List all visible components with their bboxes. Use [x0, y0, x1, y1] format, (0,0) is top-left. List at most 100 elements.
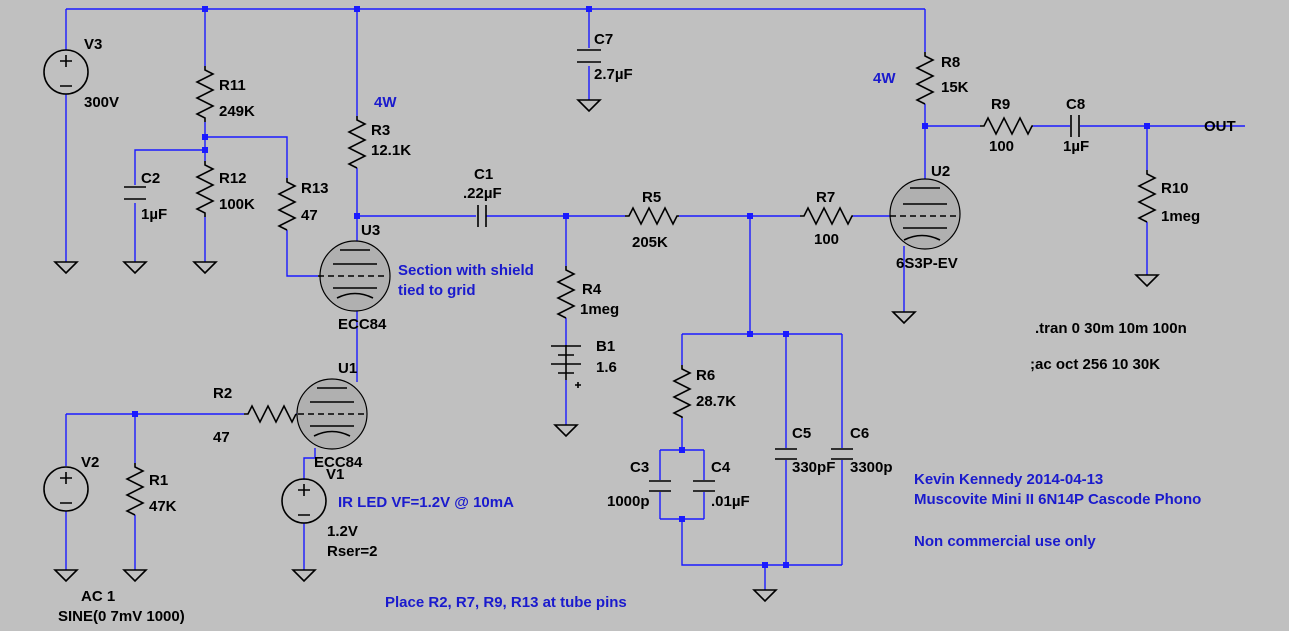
- c5-value: 330pF: [792, 459, 835, 476]
- capacitor-c1[interactable]: C1 .22µF: [463, 166, 502, 227]
- ground-symbol: [122, 261, 148, 275]
- junction: [202, 134, 208, 140]
- r13-name: R13: [301, 180, 329, 197]
- ground-symbol: [576, 99, 602, 113]
- r11-name: R11: [219, 77, 246, 94]
- r3-name: R3: [371, 122, 390, 139]
- resistor-r13[interactable]: R13 47: [277, 178, 329, 231]
- c8-name: C8: [1066, 96, 1085, 113]
- tube-u2[interactable]: U2 6S3P-EV: [889, 163, 961, 272]
- resistor-r1[interactable]: R1 47K: [125, 463, 177, 516]
- ground-symbol: [752, 589, 778, 603]
- junction: [1144, 123, 1150, 129]
- r10-name: R10: [1161, 180, 1189, 197]
- junctions: [132, 6, 1150, 568]
- capacitor-c3[interactable]: C3 1000p: [607, 459, 671, 510]
- resistor-r9[interactable]: R9 100: [980, 96, 1033, 155]
- r7-value: 100: [814, 231, 839, 248]
- c8-value: 1µF: [1063, 138, 1089, 155]
- junction: [586, 6, 592, 12]
- r2-name: R2: [213, 385, 232, 402]
- r3-value: 12.1K: [371, 142, 411, 159]
- junction: [354, 213, 360, 219]
- r13-value: 47: [301, 207, 318, 224]
- u3-name: U3: [361, 222, 380, 239]
- v1-value: 1.2V: [327, 523, 358, 540]
- r4-name: R4: [582, 281, 602, 298]
- r12-name: R12: [219, 170, 247, 187]
- ground-symbol: [122, 569, 148, 583]
- resistor-r10[interactable]: R10 1meg: [1137, 170, 1200, 225]
- tube-u1[interactable]: U1 ECC84: [296, 360, 368, 471]
- r5-value: 205K: [632, 234, 668, 251]
- v3-value: 300V: [84, 94, 119, 111]
- v1-spec: Rser=2: [327, 543, 377, 560]
- capacitor-c8[interactable]: C8 1µF: [1063, 96, 1089, 155]
- c6-name: C6: [850, 425, 869, 442]
- resistor-r11[interactable]: R11 249K: [195, 66, 255, 122]
- out-label: OUT: [1204, 118, 1236, 135]
- r1-value: 47K: [149, 498, 177, 515]
- junction: [783, 562, 789, 568]
- c3-value: 1000p: [607, 493, 650, 510]
- capacitor-c5[interactable]: C5 330pF: [775, 425, 835, 476]
- ground-symbol: [1134, 274, 1160, 288]
- ac-directive: ;ac oct 256 10 30K: [1030, 356, 1160, 373]
- voltage-source-v1[interactable]: V1 1.2V Rser=2: [281, 466, 377, 560]
- resistor-r3[interactable]: 4W R3 12.1K: [347, 94, 411, 169]
- junction: [563, 213, 569, 219]
- resistor-r5[interactable]: R5 205K: [625, 189, 679, 251]
- r11-value: 249K: [219, 103, 255, 120]
- r4-value: 1meg: [580, 301, 619, 318]
- junction: [747, 213, 753, 219]
- led-note: IR LED VF=1.2V @ 10mA: [338, 494, 514, 511]
- battery-b1[interactable]: B1 1.6: [551, 338, 617, 388]
- junction: [354, 6, 360, 12]
- resistor-r4[interactable]: R4 1meg: [556, 266, 619, 319]
- voltage-source-v3[interactable]: V3 300V: [43, 36, 119, 111]
- c1-value: .22µF: [463, 185, 502, 202]
- r3-power: 4W: [374, 94, 397, 111]
- ground-symbol: [53, 261, 79, 275]
- c4-value: .01µF: [711, 493, 750, 510]
- r9-value: 100: [989, 138, 1014, 155]
- r6-value: 28.7K: [696, 393, 736, 410]
- c7-name: C7: [594, 31, 613, 48]
- u2-model: 6S3P-EV: [896, 255, 958, 272]
- r10-value: 1meg: [1161, 208, 1200, 225]
- resistor-r12[interactable]: R12 100K: [195, 161, 255, 217]
- junction: [762, 562, 768, 568]
- wires: [65, 8, 1245, 590]
- junction: [202, 147, 208, 153]
- resistor-r2[interactable]: R2 47: [213, 385, 297, 446]
- u2-name: U2: [931, 163, 950, 180]
- tran-directive: .tran 0 30m 10m 100n: [1035, 320, 1187, 337]
- r5-name: R5: [642, 189, 661, 206]
- b1-value: 1.6: [596, 359, 617, 376]
- c2-name: C2: [141, 170, 160, 187]
- c2-value: 1µF: [141, 206, 167, 223]
- placement-note: Place R2, R7, R9, R13 at tube pins: [385, 594, 627, 611]
- r1-name: R1: [149, 472, 168, 489]
- ground-symbol: [53, 569, 79, 583]
- u3-model: ECC84: [338, 316, 387, 333]
- capacitor-c2[interactable]: C2 1µF: [124, 170, 167, 223]
- resistor-r7[interactable]: R7 100: [800, 189, 853, 248]
- r8-name: R8: [941, 54, 960, 71]
- author-note: Kevin Kennedy 2014-04-13: [914, 471, 1103, 488]
- junction: [747, 331, 753, 337]
- junction: [679, 516, 685, 522]
- capacitor-c4[interactable]: C4 .01µF: [693, 459, 750, 510]
- capacitor-c7[interactable]: C7 2.7µF: [577, 31, 633, 83]
- ground-symbols: [53, 99, 1160, 603]
- resistor-r8[interactable]: 4W R8 15K: [873, 52, 969, 105]
- b1-name: B1: [596, 338, 615, 355]
- v2-value: AC 1: [81, 588, 115, 605]
- junction: [783, 331, 789, 337]
- ground-symbol: [192, 261, 218, 275]
- capacitor-c6[interactable]: C6 3300p: [831, 425, 893, 476]
- resistor-r6[interactable]: R6 28.7K: [672, 365, 736, 418]
- u1-model: ECC84: [314, 454, 363, 471]
- voltage-source-v2[interactable]: V2 AC 1 SINE(0 7mV 1000): [43, 454, 185, 625]
- tube-u3[interactable]: U3 ECC84: [318, 222, 391, 333]
